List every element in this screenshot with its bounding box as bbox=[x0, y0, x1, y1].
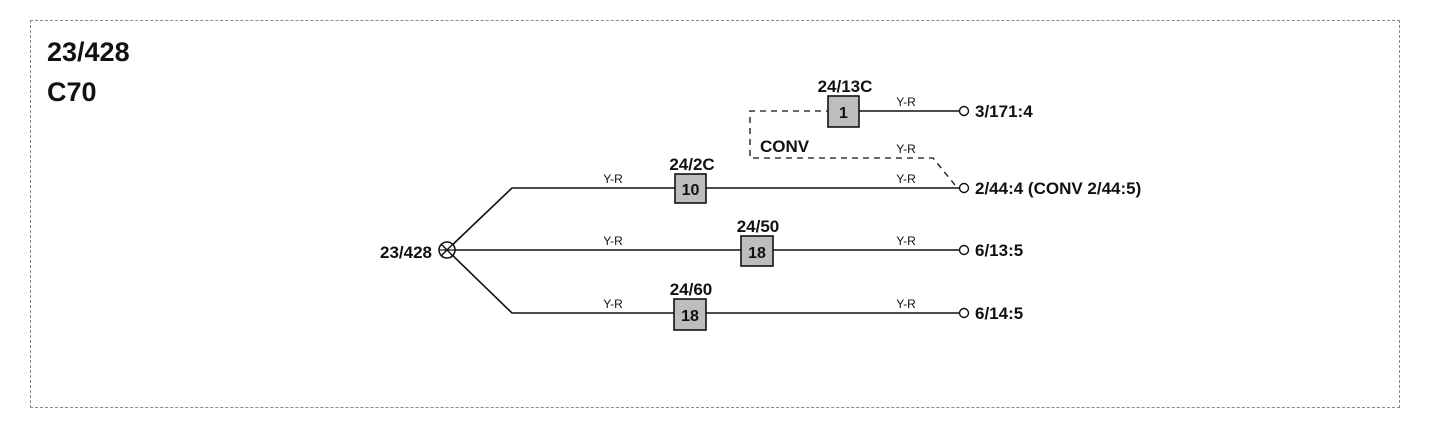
fuse-number: 18 bbox=[748, 245, 766, 262]
wire-color-label: Y-R bbox=[896, 172, 916, 186]
conv-label: CONV bbox=[760, 137, 810, 156]
wire-branch-top bbox=[446, 187, 960, 251]
wire-color-label: Y-R bbox=[896, 297, 916, 311]
fuse-24-13c: 1 bbox=[827, 95, 860, 128]
wire-color-label: Y-R bbox=[896, 95, 916, 109]
wire-color-label: Y-R bbox=[603, 172, 623, 186]
terminal-circle-icon bbox=[958, 182, 970, 194]
splice-label: 23/428 bbox=[380, 243, 432, 262]
diagram-code: 23/428 bbox=[47, 37, 130, 67]
terminal-6-13-5: 6/13:5 bbox=[958, 241, 1023, 260]
conv-dashed-wire bbox=[749, 110, 956, 186]
terminal-circle-icon bbox=[958, 105, 970, 117]
wire-color-label: Y-R bbox=[603, 297, 623, 311]
terminal-3-171-4: 3/171:4 bbox=[958, 102, 1033, 121]
fuse-id-label: 24/50 bbox=[737, 217, 780, 236]
fuse-id-label: 24/13C bbox=[818, 77, 873, 96]
terminal-label: 6/14:5 bbox=[975, 304, 1023, 323]
splice-symbol bbox=[438, 241, 456, 259]
wire-branch-bottom bbox=[446, 249, 960, 314]
terminal-circle-icon bbox=[958, 244, 970, 256]
wire-color-label: Y-R bbox=[603, 234, 623, 248]
terminal-circle-icon bbox=[958, 307, 970, 319]
terminal-6-14-5: 6/14:5 bbox=[958, 304, 1023, 323]
diagram-frame bbox=[30, 20, 1400, 408]
model-label: C70 bbox=[47, 77, 97, 107]
fuse-number: 10 bbox=[682, 182, 700, 199]
wire-color-label: Y-R bbox=[896, 142, 916, 156]
terminal-label: 2/44:4 (CONV 2/44:5) bbox=[975, 179, 1141, 198]
fuse-24-50: 18 bbox=[740, 235, 774, 267]
terminal-2-44-4: 2/44:4 (CONV 2/44:5) bbox=[958, 179, 1141, 198]
terminal-label: 6/13:5 bbox=[975, 241, 1023, 260]
terminal-label: 3/171:4 bbox=[975, 102, 1033, 121]
fuse-24-2c: 10 bbox=[674, 173, 707, 204]
fuse-number: 1 bbox=[839, 105, 848, 122]
fuse-24-60: 18 bbox=[673, 298, 707, 331]
fuse-id-label: 24/60 bbox=[670, 280, 713, 299]
fuse-number: 18 bbox=[681, 308, 699, 325]
wire-color-label: Y-R bbox=[896, 234, 916, 248]
fuse-id-label: 24/2C bbox=[669, 155, 714, 174]
